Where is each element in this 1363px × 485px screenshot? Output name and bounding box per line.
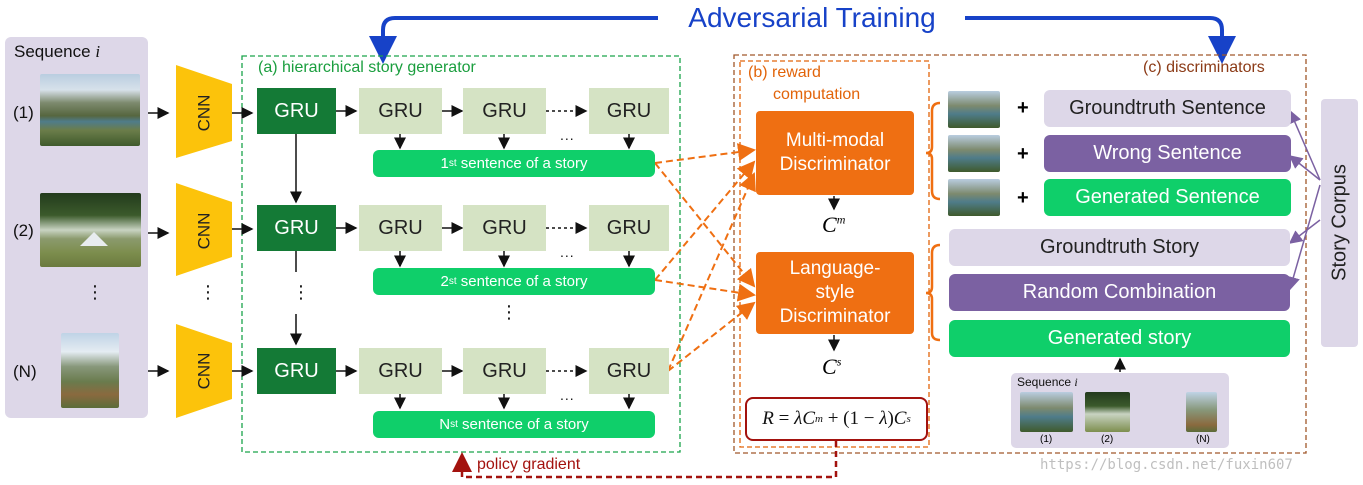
wrong-sentence-box: Wrong Sentence — [1044, 135, 1291, 172]
cnn-vdots: ⋮ — [199, 282, 218, 302]
discriminators-title: (c) discriminators — [1143, 59, 1265, 76]
generated-sentence-box: Generated Sentence — [1044, 179, 1291, 216]
policy-gradient-path — [452, 441, 838, 479]
gru-sentence-n: GRU — [257, 348, 336, 394]
bracket-top — [925, 101, 941, 201]
watermark: https://blog.csdn.net/fuxin607 — [1040, 457, 1293, 473]
tent-shape — [80, 232, 108, 246]
plus-3: + — [1017, 187, 1029, 209]
sequence-vdots: ⋮ — [86, 282, 105, 302]
gru-word-2-2: GRU — [463, 205, 546, 251]
reward-box — [739, 60, 930, 448]
mini-item-1-label: (1) — [1040, 434, 1053, 445]
gru-word-1-1: GRU — [359, 88, 442, 134]
row2-ellipsis: ... — [560, 244, 575, 260]
cnn-label-n: CNN — [194, 352, 214, 390]
gru-word-2-3: GRU — [589, 205, 669, 251]
sentence-vdots: ⋮ — [500, 302, 519, 322]
multimodal-discriminator: Multi-modal Discriminator — [756, 111, 914, 195]
gru-word-n-3: GRU — [589, 348, 669, 394]
gru-word-2-1: GRU — [359, 205, 442, 251]
rown-ellipsis: ... — [560, 387, 575, 403]
bracket-bottom — [925, 243, 941, 342]
row1-arrows — [336, 105, 635, 150]
mini-item-n-label: (N) — [1196, 434, 1210, 445]
mini-sequence-label: Sequence i — [1017, 375, 1078, 389]
mini-item-2-label: (2) — [1101, 434, 1114, 445]
story-corpus-label: Story Corpus — [1328, 164, 1351, 281]
gru-sentence-2: GRU — [257, 205, 336, 251]
cnn-label-1: CNN — [194, 94, 214, 132]
diagram-title: Adversarial Training — [688, 2, 936, 33]
policy-gradient-label: policy gradient — [477, 456, 581, 473]
sequence-image-2 — [40, 193, 141, 267]
gru-word-n-1: GRU — [359, 348, 442, 394]
outer-reward-disc-box — [733, 54, 1307, 454]
reward-title-line1: (b) reward — [748, 64, 821, 81]
plus-2: + — [1017, 143, 1029, 165]
cm-label: Cm — [822, 212, 846, 237]
cs-label: Cs — [822, 354, 842, 379]
sequence-image-n — [61, 333, 119, 408]
sequence-item-n-label: (N) — [13, 362, 37, 381]
reward-title-line2: computation — [773, 86, 861, 103]
groundtruth-story-box: Groundtruth Story — [949, 229, 1290, 266]
gru-vdots: ⋮ — [292, 282, 311, 302]
disc-image-2 — [948, 135, 1000, 172]
story-corpus-panel — [1321, 99, 1358, 347]
row3-arrows — [336, 365, 635, 410]
mini-image-1 — [1020, 392, 1073, 432]
gru-word-1-3: GRU — [589, 88, 669, 134]
adversarial-arrow-right — [965, 16, 1236, 64]
mini-image-n — [1186, 392, 1217, 432]
plus-1: + — [1017, 97, 1029, 119]
disc-image-3 — [948, 179, 1000, 216]
sequence-image-1 — [40, 74, 140, 146]
sequence-label: Sequence i — [14, 42, 101, 61]
disc-image-1 — [948, 91, 1000, 128]
adversarial-arrow-left — [369, 16, 658, 64]
corpus-links — [1286, 109, 1321, 291]
language-style-discriminator: Language- style Discriminator — [756, 252, 914, 334]
row1-ellipsis: ... — [560, 127, 575, 143]
random-combination-box: Random Combination — [949, 274, 1290, 311]
mini-image-2 — [1085, 392, 1130, 432]
row2-arrows — [336, 222, 635, 268]
cnn-label-2: CNN — [194, 212, 214, 250]
sequence-item-1-label: (1) — [13, 103, 34, 122]
gru-sentence-1: GRU — [257, 88, 336, 134]
gru-word-n-2: GRU — [463, 348, 546, 394]
reward-links — [654, 143, 756, 372]
gru-word-1-2: GRU — [463, 88, 546, 134]
sequence-item-2-label: (2) — [13, 221, 34, 240]
generated-story-box: Generated story — [949, 320, 1290, 357]
generator-title: (a) hierarchical story generator — [258, 59, 476, 76]
groundtruth-sentence-box: Groundtruth Sentence — [1044, 90, 1291, 127]
